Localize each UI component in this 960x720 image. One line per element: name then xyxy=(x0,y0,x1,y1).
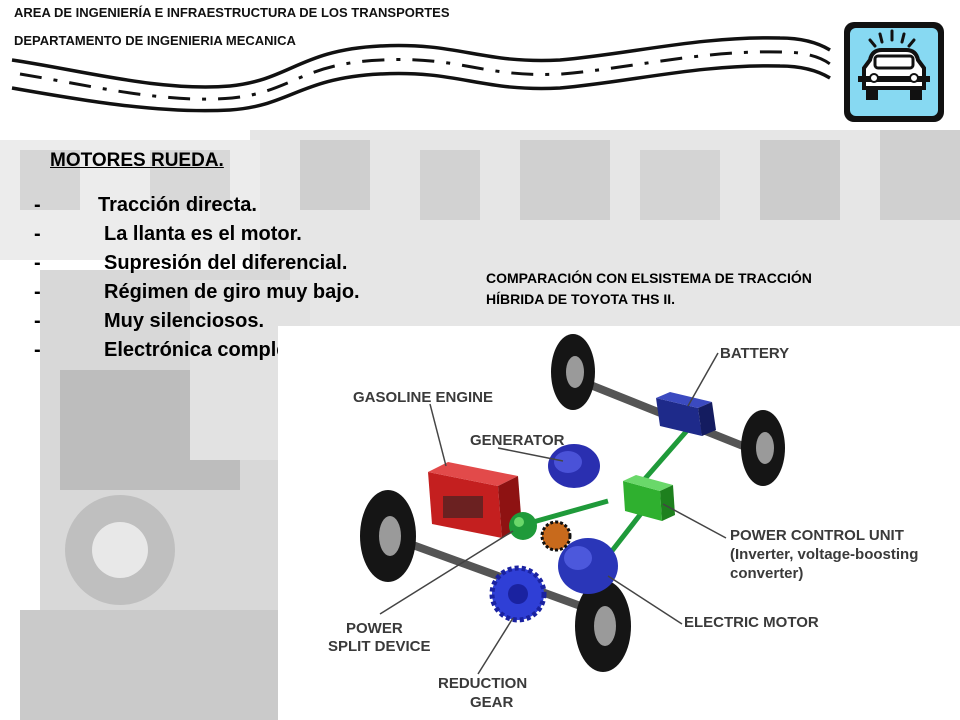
power-split-device xyxy=(509,512,537,540)
front-right-wheel xyxy=(575,580,631,672)
generator xyxy=(548,444,600,488)
slide-title: MOTORES RUEDA. xyxy=(50,150,224,171)
gasoline-engine xyxy=(428,462,522,538)
small-gear xyxy=(540,520,572,552)
bullet-text: Régimen de giro muy bajo. xyxy=(104,281,360,303)
road-banner xyxy=(11,36,831,113)
bullet-text: Supresión del diferencial. xyxy=(104,252,348,274)
battery-component xyxy=(656,392,716,436)
reduction-gear xyxy=(489,565,547,623)
bullet-dash: - xyxy=(34,252,41,274)
header-area-title: AREA DE INGENIERÍA E INFRAESTRUCTURA DE … xyxy=(14,5,450,20)
bullet-text: Muy silenciosos. xyxy=(104,310,265,332)
label-gasoline-engine: GASOLINE ENGINE xyxy=(353,389,493,406)
header-department-title: DEPARTAMENTO DE INGENIERIA MECANICA xyxy=(14,33,296,48)
comparison-caption: COMPARACIÓN CON ELSISTEMA DE TRACCIÓN HÍ… xyxy=(486,268,812,310)
bullet-dash: - xyxy=(34,223,41,245)
label-electric-motor: ELECTRIC MOTOR xyxy=(684,614,819,631)
bullet-text: La llanta es el motor. xyxy=(104,223,302,245)
power-control-unit xyxy=(623,475,675,521)
label-reduction-1: REDUCTION xyxy=(438,675,527,692)
bullet-dash: - xyxy=(34,194,41,216)
label-reduction-2: GEAR xyxy=(470,694,514,711)
electric-motor xyxy=(558,538,618,594)
label-psd-1: POWER xyxy=(346,620,403,637)
bullet-text: Tracción directa. xyxy=(98,194,257,216)
bullet-dash: - xyxy=(34,310,41,332)
label-pcu-2: (Inverter, voltage-boosting xyxy=(730,546,918,563)
label-pcu-3: converter) xyxy=(730,565,803,582)
hybrid-drivetrain-diagram: BATTERY GASOLINE ENGINE GENERATOR POWER … xyxy=(278,326,960,720)
rear-left-wheel xyxy=(551,334,595,410)
label-generator: GENERATOR xyxy=(470,432,565,449)
label-pcu-1: POWER CONTROL UNIT xyxy=(730,527,904,544)
bullet-text: Electrónica compleja. xyxy=(104,339,310,361)
front-left-wheel xyxy=(360,490,416,582)
comparison-line-1: COMPARACIÓN CON ELSISTEMA DE TRACCIÓN xyxy=(486,270,812,286)
label-battery: BATTERY xyxy=(720,345,789,362)
rear-right-wheel xyxy=(741,410,785,486)
comparison-line-2: HÍBRIDA DE TOYOTA THS II. xyxy=(486,291,676,307)
label-psd-2: SPLIT DEVICE xyxy=(328,638,431,655)
bullet-dash: - xyxy=(34,339,41,361)
bullet-dash: - xyxy=(34,281,41,303)
car-icon xyxy=(844,22,944,122)
